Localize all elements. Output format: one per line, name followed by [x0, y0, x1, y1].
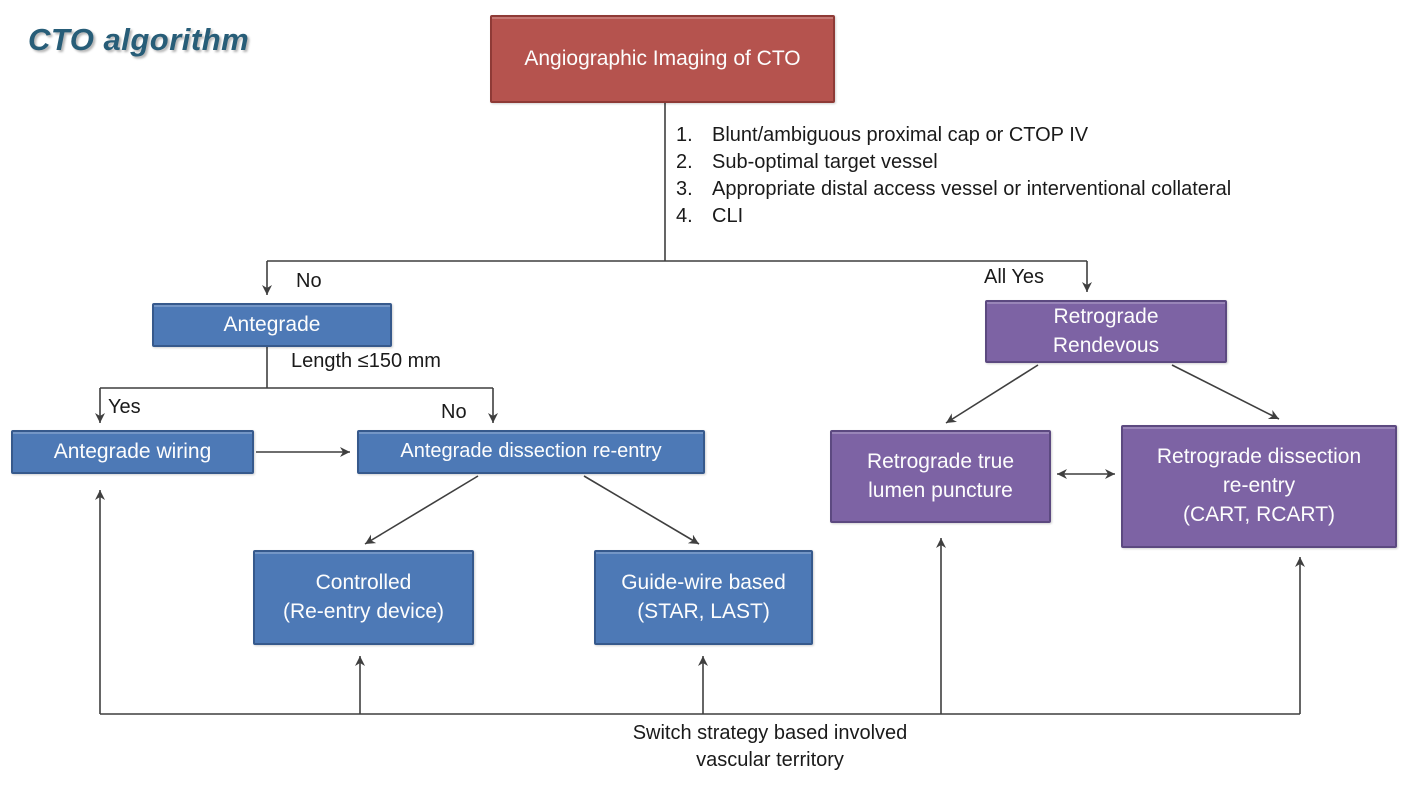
box-angiographic-imaging: Angiographic Imaging of CTO — [490, 15, 835, 103]
label-all-yes: All Yes — [984, 266, 1045, 288]
criteria-item-3: 3. Appropriate distal access vessel or i… — [676, 178, 1232, 200]
edge-dissection-to-guidewire — [583, 475, 700, 545]
box-antegrade-wiring-label: Antegrade wiring — [53, 439, 212, 463]
box-angiographic-imaging-label: Angiographic Imaging of CTO — [524, 46, 801, 70]
criteria-item-4: 4. CLI — [676, 205, 744, 227]
criteria-list: 1. Blunt/ambiguous proximal cap or CTOP … — [676, 122, 1231, 230]
label-yes: Yes — [108, 396, 141, 418]
box-retrograde-true-lumen: Retrograde true lumen puncture — [830, 430, 1051, 523]
footer-note: Switch strategy based involved vascular … — [632, 722, 908, 771]
criteria-item-1: 1. Blunt/ambiguous proximal cap or CTOP … — [676, 124, 1089, 146]
box-retrograde-rendevous: Retrograde Rendevous — [985, 300, 1227, 363]
edge-rendevous-to-retrodissection — [1171, 364, 1280, 420]
box-guidewire-based: Guide-wire based (STAR, LAST) — [594, 550, 813, 645]
box-antegrade-label: Antegrade — [223, 312, 321, 336]
edge-rendevous-to-truelumen — [945, 364, 1039, 424]
criteria-item-2: 2. Sub-optimal target vessel — [676, 151, 938, 173]
box-controlled: Controlled (Re-entry device) — [253, 550, 474, 645]
box-retrograde-dissection: Retrograde dissection re-entry (CART, RC… — [1121, 425, 1397, 548]
label-no-top: No — [296, 270, 322, 292]
edge-dissection-to-controlled — [364, 475, 479, 545]
box-antegrade-dissection: Antegrade dissection re-entry — [357, 430, 705, 474]
label-length: Length ≤150 mm — [291, 350, 441, 372]
diagram-title: CTO algorithm — [28, 22, 250, 57]
box-antegrade-wiring: Antegrade wiring — [11, 430, 254, 474]
box-antegrade: Antegrade — [152, 303, 392, 347]
label-no-mid: No — [441, 401, 467, 423]
box-antegrade-dissection-label: Antegrade dissection re-entry — [400, 440, 662, 463]
